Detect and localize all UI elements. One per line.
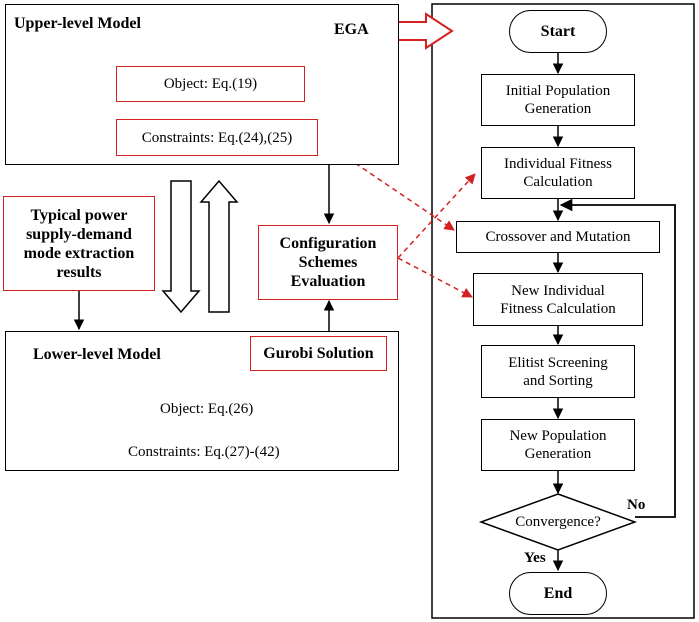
config-evaluation-box: Configuration Schemes Evaluation [258,225,398,300]
new-fitness-line1: New Individual [511,282,605,299]
no-loop-line [559,198,676,518]
ega-label: EGA [334,21,369,38]
elitist-screening-line1: Elitist Screening [508,354,608,371]
lower-object-text: Object: Eq.(26) [160,401,254,417]
upper-object-box: Object: Eq.(19) [116,66,305,102]
yes-label: Yes [524,550,546,566]
no-label: No [627,497,646,513]
gurobi-solution-box: Gurobi Solution [250,336,387,371]
new-fitness-line2: Fitness Calculation [500,300,616,317]
up-hollow-arrow [199,179,239,313]
config-evaluation-line3: Evaluation [290,273,366,290]
initial-population-box: Initial Population Generation [481,74,635,126]
upper-constraints-box: Constraints: Eq.(24),(25) [116,119,318,156]
convergence-diamond [478,493,638,551]
new-population-line1: New Population [509,428,607,444]
new-population-box: New Population Generation [481,419,635,471]
typical-results-box: Typical power supply-demand mode extract… [3,196,155,291]
fitness-calculation-line2: Calculation [523,174,593,190]
config-to-fitness-dashed [397,173,476,259]
fitness-calculation-line1: Individual Fitness [504,156,612,172]
elitist-screening-line2: and Sorting [523,372,593,389]
config-evaluation-line1: Configuration [279,235,377,252]
config-evaluation-line2: Schemes [298,254,358,271]
upper-model-title: Upper-level Model [14,15,141,32]
elitist-screening-box: Elitist Screening and Sorting [481,345,635,398]
initial-population-line1: Initial Population [505,83,611,99]
crossover-mutation-box: Crossover and Mutation [456,221,660,253]
lower-constraints-text: Constraints: Eq.(27)-(42) [128,444,280,460]
typical-results-line4: results [56,263,102,281]
convergence-label: Convergence? [515,514,601,530]
typical-results-line1: Typical power [30,206,128,224]
lower-model-title: Lower-level Model [33,346,161,363]
initial-population-line2: Generation [524,101,592,117]
new-fitness-box: New Individual Fitness Calculation [473,273,643,326]
flowchart-panel [431,3,695,619]
typical-results-line3: mode extraction [23,244,135,262]
end-terminal: End [509,572,607,615]
down-hollow-arrow [161,180,201,314]
typical-results-line2: supply-demand [26,225,132,243]
start-terminal: Start [509,10,607,53]
fitness-calculation-box: Individual Fitness Calculation [481,147,635,199]
config-to-newfitness-dashed [397,257,473,298]
new-population-line2: Generation [524,446,592,462]
